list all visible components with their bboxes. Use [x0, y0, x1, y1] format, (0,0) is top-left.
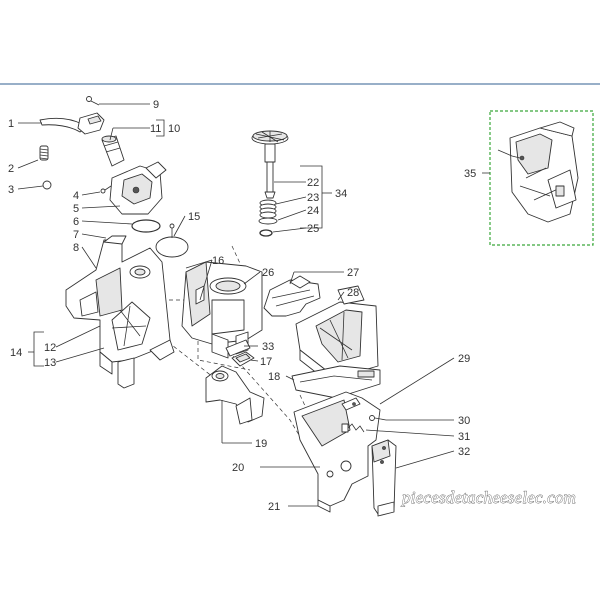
- label-27: 27: [347, 267, 359, 279]
- part-4-pin: [100, 185, 112, 194]
- part-1-lever: [39, 112, 105, 135]
- label-26: 26: [262, 267, 274, 279]
- part-20-lower-frame: [293, 391, 381, 513]
- part-25-seal: [259, 229, 273, 237]
- part-33-clip: [225, 339, 251, 357]
- label-17: 17: [260, 356, 272, 368]
- part-15-disc: [155, 223, 189, 258]
- part-9-pin: [86, 96, 100, 106]
- part-5-valve-body: [109, 161, 167, 215]
- label-18: 18: [268, 371, 280, 383]
- label-2: 2: [8, 163, 14, 175]
- label-25: 25: [307, 223, 319, 235]
- label-4: 4: [73, 190, 79, 202]
- label-34: 34: [335, 188, 347, 200]
- label-35: 35: [464, 168, 476, 180]
- label-24: 24: [307, 205, 319, 217]
- label-23: 23: [307, 192, 319, 204]
- part-3-ball: [42, 180, 52, 190]
- part-6-o-ring: [131, 219, 161, 233]
- label-33: 33: [262, 341, 274, 353]
- label-7: 7: [73, 229, 79, 241]
- part-29-fastener: [341, 397, 361, 411]
- label-13: 13: [44, 357, 56, 369]
- part-11-cylinder: [101, 135, 125, 167]
- part-35-assembly: [497, 121, 579, 223]
- label-6: 6: [73, 216, 79, 228]
- label-30: 30: [458, 415, 470, 427]
- label-5: 5: [73, 203, 79, 215]
- label-9: 9: [153, 99, 159, 111]
- part-24-washer: [258, 217, 278, 225]
- part-23-spring: [259, 199, 277, 219]
- label-32: 32: [458, 446, 470, 458]
- part-16-chamber: [181, 261, 263, 359]
- label-11: 11: [150, 123, 161, 135]
- label-8: 8: [73, 242, 79, 254]
- part-30-screw: [369, 415, 387, 421]
- label-20: 20: [232, 462, 244, 474]
- part-31-spring: [341, 423, 365, 433]
- label-3: 3: [8, 184, 14, 196]
- label-16: 16: [212, 255, 224, 267]
- label-21: 21: [268, 501, 280, 513]
- label-29: 29: [458, 353, 470, 365]
- label-1: 1: [8, 118, 14, 130]
- part-2-spring: [39, 145, 49, 161]
- part-8-main-body: [65, 235, 175, 389]
- part-19-bracket: [205, 365, 265, 425]
- leader-lines: [17, 103, 490, 507]
- part-28-funnel: [295, 285, 379, 389]
- part-18-tray: [291, 365, 381, 399]
- watermark: piecesdetacheeselec.com: [401, 488, 576, 507]
- label-28: 28: [347, 287, 359, 299]
- part-32-slide: [371, 439, 397, 517]
- part-22-plunger: [251, 130, 289, 199]
- inset-box-35: [489, 110, 594, 246]
- label-12: 12: [44, 342, 56, 354]
- part-27-slider: [263, 275, 321, 317]
- label-14: 14: [10, 347, 22, 359]
- part-17-block: [231, 351, 255, 367]
- label-15: 15: [188, 211, 200, 223]
- part-labels: 1 2 3 4 5 6 7 8 9 10 11 12 13 14 15 16 1…: [8, 99, 476, 513]
- label-31: 31: [458, 431, 470, 443]
- label-19: 19: [255, 438, 267, 450]
- label-22: 22: [307, 177, 319, 189]
- label-10: 10: [168, 123, 180, 135]
